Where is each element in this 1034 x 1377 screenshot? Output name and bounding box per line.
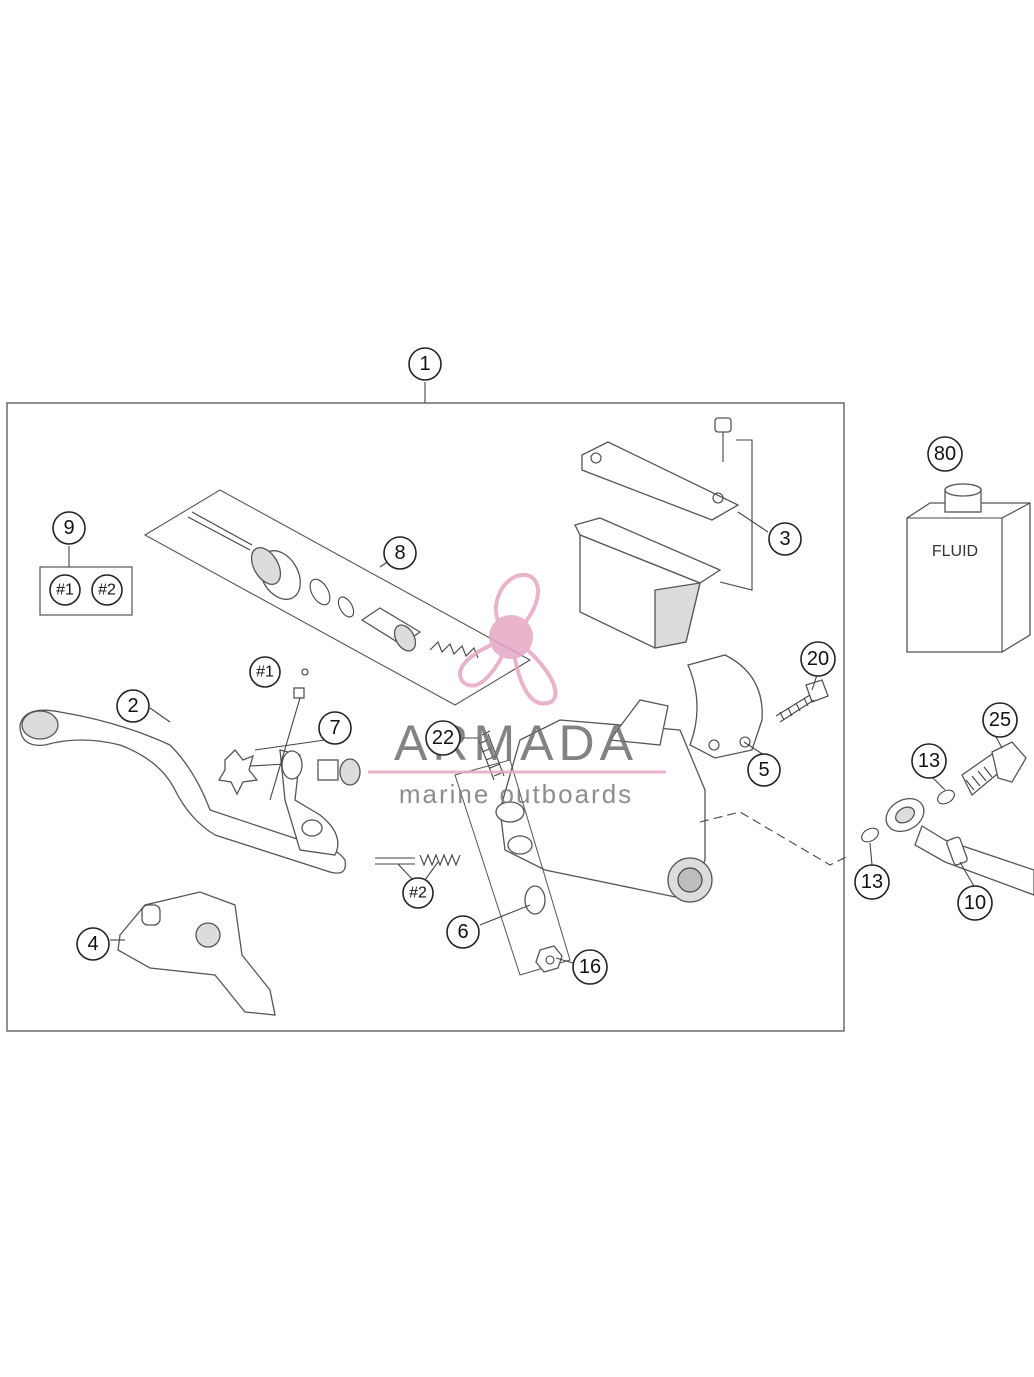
svg-text:80: 80 <box>934 443 956 465</box>
fluid-bottle: FLUID <box>906 483 1031 653</box>
svg-text:#2: #2 <box>98 582 116 599</box>
svg-text:13: 13 <box>861 871 883 893</box>
svg-text:#2: #2 <box>409 885 427 902</box>
fluid-label: FLUID <box>932 543 978 560</box>
svg-text:13: 13 <box>918 750 940 772</box>
svg-text:4: 4 <box>87 933 98 955</box>
master-cylinder-body <box>495 699 713 903</box>
reservoir <box>574 417 769 649</box>
callout-kit-2[interactable]: #2 <box>91 574 123 606</box>
pivot <box>454 759 571 976</box>
callout-8[interactable]: 8 <box>383 536 417 570</box>
svg-text:10: 10 <box>964 892 986 914</box>
svg-text:#1: #1 <box>256 664 274 681</box>
callout-2[interactable]: 2 <box>116 689 150 723</box>
svg-text:5: 5 <box>758 759 769 781</box>
svg-text:6: 6 <box>457 921 468 943</box>
callout-7[interactable]: 7 <box>318 711 352 745</box>
callout-hash-2[interactable]: #2 <box>402 877 434 909</box>
callout-kit-1[interactable]: #1 <box>49 574 81 606</box>
adjuster <box>217 739 361 796</box>
callout-13-upper[interactable]: 13 <box>911 743 947 779</box>
callout-16[interactable]: 16 <box>572 949 608 985</box>
callout-13-lower[interactable]: 13 <box>854 864 890 900</box>
svg-text:#1: #1 <box>56 582 74 599</box>
svg-text:1: 1 <box>419 353 430 375</box>
lever-guard <box>117 891 276 1016</box>
svg-text:3: 3 <box>779 528 790 550</box>
callout-10[interactable]: 10 <box>957 885 993 921</box>
callout-9[interactable]: 9 <box>52 511 86 545</box>
piston-kit <box>143 489 532 706</box>
hose-end <box>861 741 1034 896</box>
svg-text:7: 7 <box>329 717 340 739</box>
callout-80[interactable]: 80 <box>927 436 963 472</box>
callout-22[interactable]: 22 <box>425 720 461 756</box>
svg-text:8: 8 <box>394 542 405 564</box>
svg-text:2: 2 <box>127 695 138 717</box>
svg-text:22: 22 <box>432 727 454 749</box>
clamp <box>687 654 763 759</box>
svg-text:20: 20 <box>807 648 829 670</box>
pin-spring <box>375 853 461 881</box>
callout-4[interactable]: 4 <box>76 927 110 961</box>
kit-box <box>39 566 133 616</box>
svg-text:25: 25 <box>989 709 1011 731</box>
hose-route <box>699 811 851 866</box>
callout-3[interactable]: 3 <box>768 522 802 556</box>
svg-text:9: 9 <box>63 517 74 539</box>
lever <box>19 709 347 874</box>
callout-25[interactable]: 25 <box>982 702 1018 738</box>
propeller-logo-icon <box>458 572 558 706</box>
svg-text:16: 16 <box>579 956 601 978</box>
callout-1[interactable]: 1 <box>408 347 442 381</box>
small-screw <box>269 668 309 801</box>
callout-5[interactable]: 5 <box>747 753 781 787</box>
callout-6[interactable]: 6 <box>446 915 480 949</box>
callout-hash-1[interactable]: #1 <box>249 656 281 688</box>
watermark-subtitle: marine outboards <box>399 779 633 809</box>
clamp-bolt <box>775 679 829 723</box>
callout-20[interactable]: 20 <box>800 641 836 677</box>
